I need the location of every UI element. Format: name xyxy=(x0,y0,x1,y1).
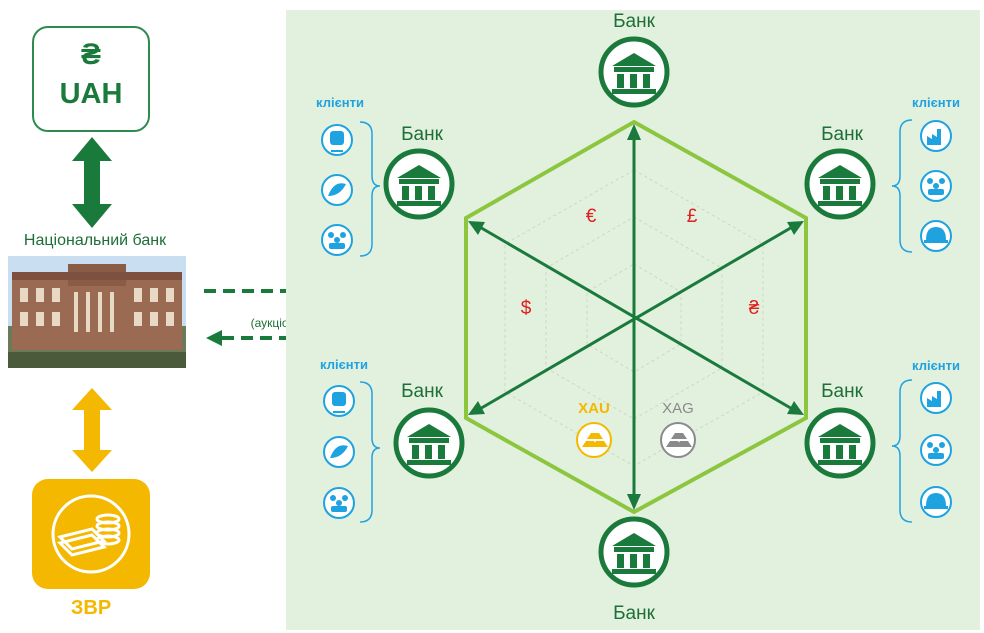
bank-icon-top-right xyxy=(804,148,876,220)
bank-label-top-right: Банк xyxy=(821,124,863,145)
train-icon-bottom-left xyxy=(323,385,355,417)
reserves-label: ЗВР xyxy=(70,597,112,619)
clients-label-top-right: клієнти xyxy=(912,95,960,110)
people-icon-bottom-right xyxy=(920,434,952,466)
hryvnia-symbol: ₴ xyxy=(748,298,760,319)
people-icon-top-right xyxy=(920,170,952,202)
clients-label-bottom-left: клієнти xyxy=(320,357,368,372)
pound-symbol: £ xyxy=(686,206,698,227)
helmet-icon-top-right xyxy=(920,220,952,252)
national-bank-label: Національний банк xyxy=(23,232,167,249)
bank-label-top: Банк xyxy=(613,11,655,32)
helmet-icon-bottom-right xyxy=(920,486,952,518)
bank-icon-top-left xyxy=(383,148,455,220)
hryvnia-icon: ₴ xyxy=(80,38,101,71)
nbu-reserves-double-arrow xyxy=(72,388,112,472)
factory-icon-top-right xyxy=(920,120,952,152)
euro-symbol: € xyxy=(585,206,597,227)
bank-label-bottom: Банк xyxy=(613,603,655,624)
gold-bars-icon xyxy=(576,422,612,458)
bank-icon-top xyxy=(598,36,670,108)
bank-icon-bottom xyxy=(598,516,670,588)
uah-nbu-double-arrow xyxy=(72,137,112,228)
bank-label-top-left: Банк xyxy=(401,124,443,145)
arrowheads xyxy=(468,124,804,510)
train-icon-top-left xyxy=(321,124,353,156)
bank-icon-bottom-left xyxy=(393,407,465,479)
bank-icon-bottom-right xyxy=(804,407,876,479)
factory-icon-bottom-right xyxy=(920,382,952,414)
uah-label: UAH xyxy=(59,78,123,110)
silver-label: XAG xyxy=(662,400,694,417)
satellite-dish-icon-bottom-left xyxy=(323,436,355,468)
people-icon-top-left xyxy=(321,224,353,256)
gold-label: XAU xyxy=(578,400,610,417)
bank-label-bottom-left: Банк xyxy=(401,381,443,402)
national-bank-building-image xyxy=(8,256,186,368)
reserves-box xyxy=(32,479,150,589)
coins-money-icon xyxy=(51,494,131,574)
hexagon xyxy=(464,119,808,515)
people-icon-bottom-left xyxy=(323,487,355,519)
bank-label-bottom-right: Банк xyxy=(821,381,863,402)
uah-box: ₴ UAH xyxy=(32,26,150,132)
satellite-dish-icon-top-left xyxy=(321,174,353,206)
clients-label-top-left: клієнти xyxy=(316,95,364,110)
clients-label-bottom-right: клієнти xyxy=(912,358,960,373)
bank-connection-lines xyxy=(477,136,795,498)
client-braces xyxy=(359,119,913,523)
silver-bars-icon xyxy=(660,422,696,458)
dollar-symbol: $ xyxy=(520,298,532,319)
